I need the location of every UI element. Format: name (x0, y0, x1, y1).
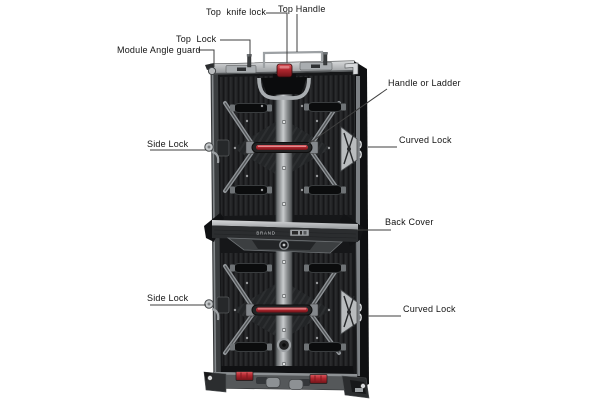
bottom-clamps (265, 377, 304, 390)
label-curved-lock-lower: Curved Lock (403, 304, 456, 314)
label-top-handle: Top Handle (278, 4, 326, 14)
top-lock-pins (246, 52, 328, 68)
handle-or-ladder-bar-lower (245, 303, 319, 317)
label-back-cover: Back Cover (385, 217, 434, 227)
leader-top-knife-lock (266, 12, 288, 63)
handle-or-ladder-bar-upper (245, 141, 319, 154)
bottom-right-foot (341, 375, 370, 399)
label-side-lock-lower: Side Lock (147, 293, 189, 303)
module-angle-guard-part (205, 63, 217, 76)
label-curved-lock-upper: Curved Lock (399, 135, 452, 145)
label-handle-or-ladder: Handle or Ladder (388, 78, 461, 88)
brand-plate-text: BRAND (256, 231, 275, 236)
curved-lock-lower-part (340, 289, 362, 335)
leader-module-angle-guard (198, 49, 215, 67)
bottom-knife-locks (235, 371, 328, 384)
label-module-angle-guard: Module Angle guard (117, 45, 201, 55)
leader-handle-or-ladder (307, 88, 388, 145)
label-top-knife-lock: Top knife lock (206, 7, 267, 17)
top-handle-frame (262, 50, 324, 68)
label-side-lock-upper: Side Lock (147, 139, 189, 149)
curved-lock-upper-part (340, 126, 362, 172)
top-pull-handle (257, 77, 311, 100)
top-knife-lock-knob (273, 63, 296, 79)
side-lock-lower-part (204, 296, 230, 321)
bottom-rail (214, 366, 358, 390)
screw-dots (233, 104, 331, 340)
leader-top-lock (220, 39, 251, 60)
top-right-corner-bracket (344, 62, 359, 75)
bottom-left-foot (203, 371, 227, 393)
label-top-lock: Top Lock (176, 34, 217, 44)
back-cover-hub: BRAND (204, 213, 364, 254)
side-lock-upper-part (204, 139, 230, 164)
module-handles (230, 102, 346, 352)
